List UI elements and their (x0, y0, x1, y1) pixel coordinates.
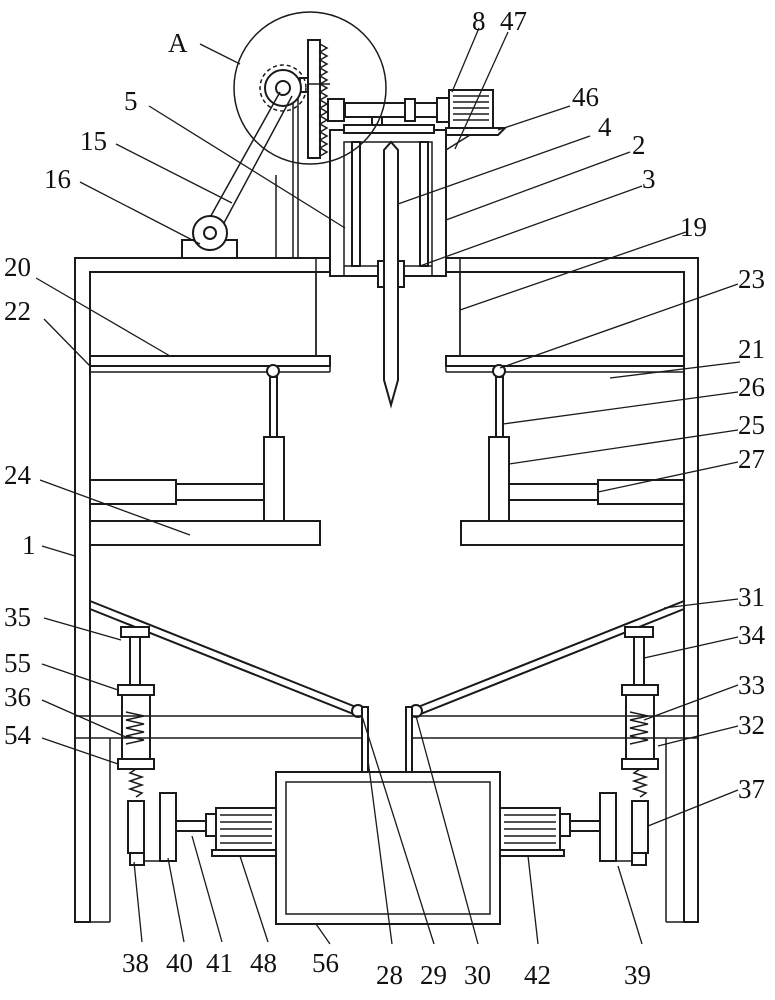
support-brackets (120, 626, 654, 638)
label-4: 4 (598, 112, 612, 142)
detail-label-a: A (168, 28, 188, 58)
label-28: 28 (376, 960, 403, 990)
label-33: 33 (738, 670, 765, 700)
label-1: 1 (22, 530, 36, 560)
label-22: 22 (4, 296, 31, 326)
label-8: 8 (472, 6, 486, 36)
detail-circle-a (233, 11, 387, 165)
label-39: 39 (624, 960, 651, 990)
label-27: 27 (738, 444, 765, 474)
label-35: 35 (4, 602, 31, 632)
label-48: 48 (250, 948, 277, 978)
upper-plates (89, 355, 685, 373)
horizontal-cylinders (89, 479, 685, 505)
label-16: 16 (44, 164, 71, 194)
label-32: 32 (738, 710, 765, 740)
label-38: 38 (122, 948, 149, 978)
label-41: 41 (206, 948, 233, 978)
damper-rods (129, 636, 645, 686)
label-54: 54 (4, 720, 32, 750)
label-30: 30 (464, 960, 491, 990)
label-25: 25 (738, 410, 765, 440)
label-37: 37 (738, 774, 765, 804)
label-23: 23 (738, 264, 765, 294)
label-29: 29 (420, 960, 447, 990)
crossbeams (75, 715, 698, 739)
label-3: 3 (642, 164, 656, 194)
label-31: 31 (738, 582, 765, 612)
label-46: 46 (572, 82, 599, 112)
drive-shafts (175, 807, 601, 857)
inclined-plates (89, 599, 685, 718)
label-2: 2 (632, 130, 646, 160)
label-24: 24 (4, 460, 32, 490)
label-19: 19 (680, 212, 707, 242)
clamp-plates (89, 520, 685, 546)
top-mechanism (181, 39, 508, 409)
label-36: 36 (4, 682, 31, 712)
lower-springs (127, 768, 649, 866)
callout-labels: A 8 47 5 46 15 4 2 16 3 19 20 23 22 21 2… (4, 6, 766, 990)
label-42: 42 (524, 960, 551, 990)
label-5: 5 (124, 86, 138, 116)
label-56: 56 (312, 948, 339, 978)
label-15: 15 (80, 126, 107, 156)
label-26: 26 (738, 372, 765, 402)
label-40: 40 (166, 948, 193, 978)
leader-lines (35, 27, 741, 945)
label-55: 55 (4, 648, 31, 678)
clamp-cylinders (263, 376, 510, 522)
label-34: 34 (738, 620, 766, 650)
spring-dampers (117, 684, 659, 770)
label-21: 21 (738, 334, 765, 364)
label-20: 20 (4, 252, 31, 282)
label-47: 47 (500, 6, 527, 36)
